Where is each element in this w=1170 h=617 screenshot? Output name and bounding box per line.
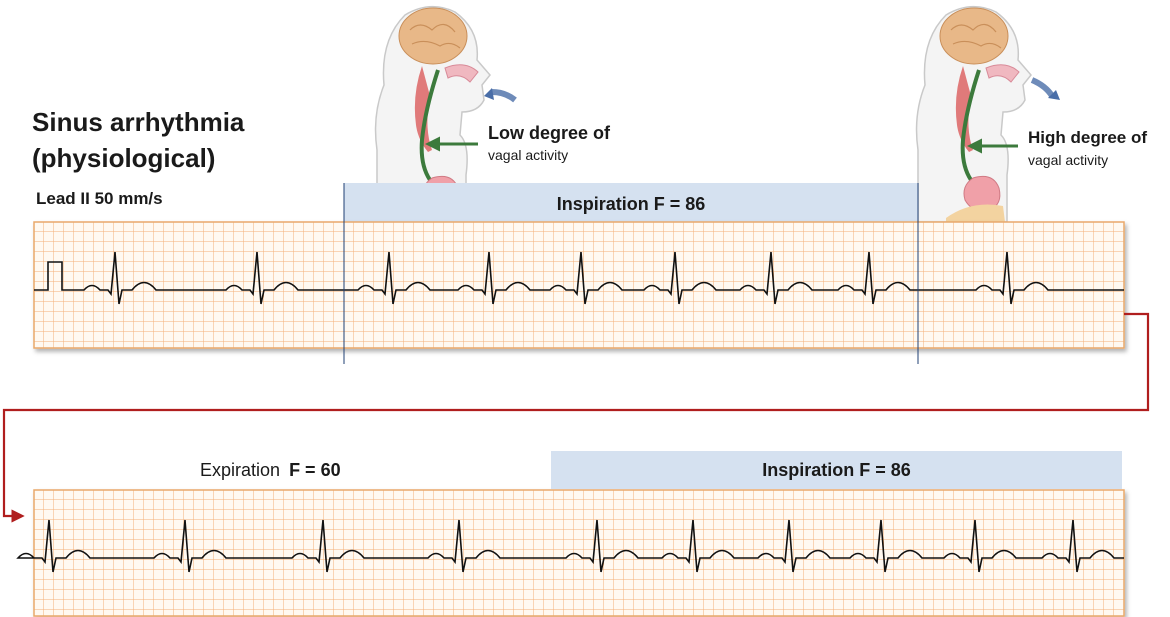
expiration-rate: F = 60 — [289, 460, 341, 480]
inspiration-band-top: Inspiration F = 86 — [344, 183, 918, 223]
ecg-strip-top — [33, 221, 1125, 349]
blue-air-arrow-icon — [491, 89, 517, 103]
lead-label: Lead II 50 mm/s — [36, 189, 163, 208]
inspiration-band-top-bg — [344, 183, 918, 223]
vagal-low-activity: vagal activity — [488, 147, 569, 163]
vagal-high-degree: High degree of — [1028, 128, 1148, 147]
title-line-1: Sinus arrhythmia — [32, 107, 245, 137]
vagal-high-label: High degree of vagal activity — [1028, 127, 1147, 171]
inspiration-band-bottom: Inspiration F = 86 — [551, 451, 1122, 489]
ecg-trace-top — [34, 251, 1124, 305]
vagal-low-degree: Low degree of — [488, 123, 611, 143]
ecg-strip-bottom — [33, 489, 1125, 617]
strip-continuation-connector — [2, 312, 1150, 523]
vagal-low-label: Low degree of vagal activity — [488, 122, 610, 166]
title-line-2: (physiological) — [32, 143, 216, 173]
expiration-text: Expiration — [200, 460, 281, 480]
inspiration-label-top: Inspiration F = 86 — [556, 194, 706, 214]
page-title: Sinus arrhythmia (physiological) — [32, 104, 244, 176]
head-exhalation-illustration — [915, 6, 1060, 223]
vagal-high-activity: vagal activity — [1028, 152, 1109, 168]
expiration-label: Expiration F = 60 — [200, 460, 341, 481]
inspiration-label-bottom: Inspiration F = 86 — [762, 460, 911, 480]
ecg-trace-bottom — [16, 519, 1124, 573]
